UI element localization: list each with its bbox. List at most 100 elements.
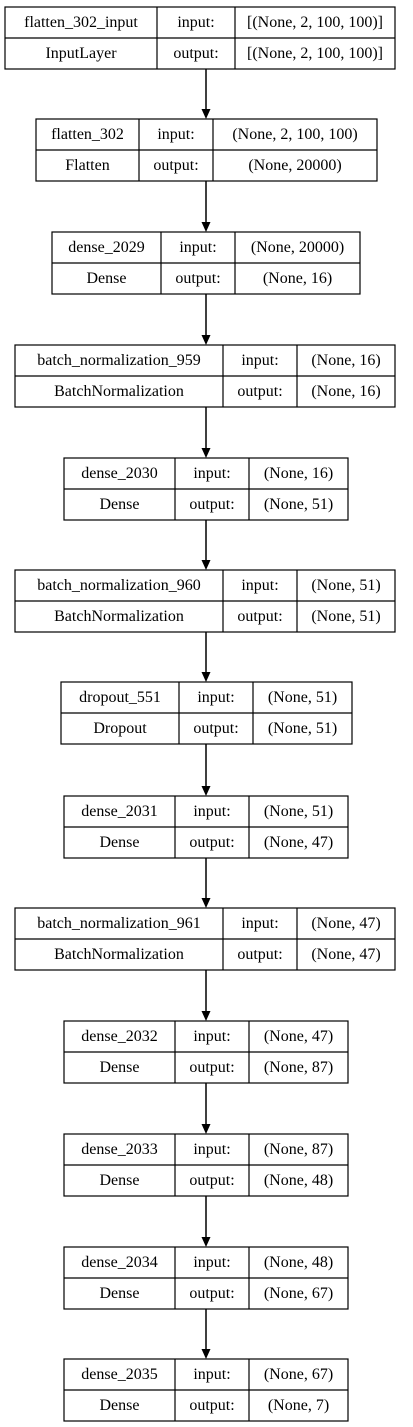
output-label: output:	[153, 157, 198, 174]
layer-name: batch_normalization_960	[37, 577, 201, 594]
layer-type: InputLayer	[45, 45, 117, 62]
layer-type: Dense	[100, 496, 140, 513]
output-shape: (None, 51)	[264, 496, 333, 513]
layer-name: batch_normalization_959	[37, 352, 201, 369]
output-label: output:	[189, 834, 234, 851]
edge-arrow	[201, 294, 211, 345]
arrowhead-icon	[201, 109, 211, 119]
input-shape: (None, 51)	[311, 577, 380, 594]
arrowhead-icon	[201, 1349, 211, 1359]
layer-type: Dense	[87, 270, 127, 287]
layer-type: Dropout	[93, 720, 147, 737]
layer-name: dense_2032	[81, 1028, 157, 1045]
output-label: output:	[189, 1397, 234, 1414]
input-shape: (None, 51)	[268, 689, 337, 706]
input-shape: (None, 20000)	[251, 239, 344, 256]
layer-node: batch_normalization_960BatchNormalizatio…	[14, 569, 396, 633]
output-label: output:	[189, 1285, 234, 1302]
layer-node: batch_normalization_959BatchNormalizatio…	[14, 344, 396, 408]
edge-arrow	[201, 1309, 211, 1359]
output-shape: (None, 47)	[311, 946, 380, 963]
edge-arrow	[201, 1196, 211, 1247]
edge-arrow	[201, 181, 211, 232]
input-shape: (None, 51)	[264, 803, 333, 820]
layer-name: dense_2030	[81, 465, 157, 482]
edge-arrow	[201, 632, 211, 682]
layer-name: dense_2029	[68, 239, 144, 256]
input-shape: (None, 47)	[264, 1028, 333, 1045]
output-label: output:	[173, 45, 218, 62]
output-shape: (None, 48)	[264, 1172, 333, 1189]
output-label: output:	[237, 946, 282, 963]
input-label: input:	[193, 803, 230, 820]
input-label: input:	[179, 239, 216, 256]
edge-arrow	[201, 1083, 211, 1134]
layer-type: BatchNormalization	[54, 383, 184, 400]
arrowhead-icon	[201, 335, 211, 345]
output-label: output:	[189, 496, 234, 513]
layer-name: batch_normalization_961	[37, 915, 201, 932]
input-shape: (None, 2, 100, 100)	[232, 126, 357, 143]
input-label: input:	[241, 577, 278, 594]
edge-arrow	[201, 744, 211, 796]
output-shape: (None, 20000)	[248, 157, 341, 174]
arrowhead-icon	[201, 1124, 211, 1134]
arrowhead-icon	[201, 1011, 211, 1021]
arrowhead-icon	[201, 222, 211, 232]
arrowhead-icon	[201, 560, 211, 570]
input-label: input:	[193, 465, 230, 482]
input-shape: (None, 16)	[311, 352, 380, 369]
layer-name: dense_2031	[81, 803, 157, 820]
layer-type: Dense	[100, 1059, 140, 1076]
layer-name: dense_2034	[81, 1254, 157, 1271]
layer-name: dense_2035	[81, 1366, 157, 1383]
layer-type: BatchNormalization	[54, 608, 184, 625]
arrowhead-icon	[201, 672, 211, 682]
output-shape: (None, 87)	[264, 1059, 333, 1076]
input-label: input:	[193, 1366, 230, 1383]
input-shape: (None, 87)	[264, 1141, 333, 1158]
input-label: input:	[177, 14, 214, 31]
input-shape: (None, 67)	[264, 1366, 333, 1383]
input-shape: (None, 48)	[264, 1254, 333, 1271]
output-shape: (None, 51)	[311, 608, 380, 625]
edge-arrow	[201, 407, 211, 458]
layer-name: flatten_302_input	[24, 14, 138, 31]
input-label: input:	[193, 1141, 230, 1158]
layer-type: Dense	[100, 1397, 140, 1414]
output-label: output:	[175, 270, 220, 287]
input-shape: (None, 47)	[311, 915, 380, 932]
layer-type: Dense	[100, 834, 140, 851]
output-shape: (None, 7)	[268, 1397, 329, 1414]
output-shape: (None, 67)	[264, 1285, 333, 1302]
output-label: output:	[189, 1059, 234, 1076]
input-label: input:	[193, 1254, 230, 1271]
output-shape: (None, 16)	[311, 383, 380, 400]
layer-name: flatten_302	[51, 126, 124, 143]
layer-name: dense_2033	[81, 1141, 157, 1158]
arrowhead-icon	[201, 1237, 211, 1247]
input-label: input:	[197, 689, 234, 706]
input-label: input:	[241, 352, 278, 369]
layer-name: dropout_551	[79, 689, 161, 706]
input-shape: (None, 16)	[264, 465, 333, 482]
output-shape: (None, 16)	[263, 270, 332, 287]
output-label: output:	[237, 608, 282, 625]
edge-arrow	[201, 69, 211, 119]
arrowhead-icon	[201, 898, 211, 908]
layer-type: BatchNormalization	[54, 946, 184, 963]
input-shape: [(None, 2, 100, 100)]	[247, 14, 383, 31]
layer-type: Dense	[100, 1285, 140, 1302]
layer-type: Flatten	[65, 157, 109, 174]
output-shape: (None, 51)	[268, 720, 337, 737]
output-label: output:	[189, 1172, 234, 1189]
